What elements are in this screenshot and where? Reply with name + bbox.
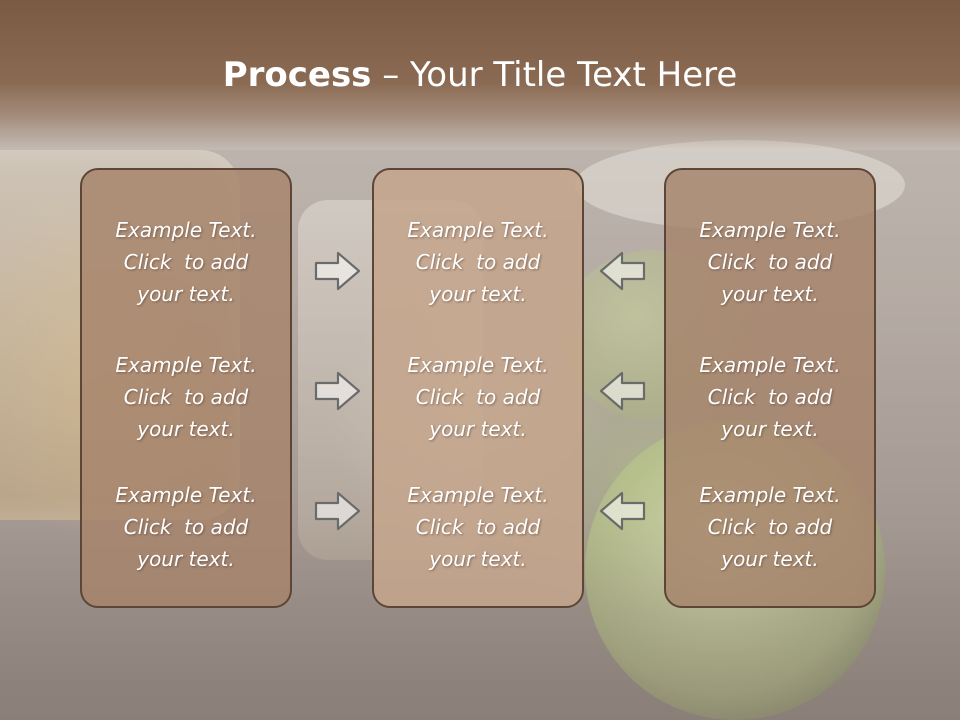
card-text-placeholder[interactable]: Example Text. Click to add your text. xyxy=(407,483,549,571)
card-text-placeholder[interactable]: Example Text. Click to add your text. xyxy=(115,353,257,441)
arrow-left-icon xyxy=(598,250,646,292)
card-text-placeholder[interactable]: Example Text. Click to add your text. xyxy=(115,483,257,571)
card-text-placeholder[interactable]: Example Text. Click to add your text. xyxy=(407,353,549,441)
slide-title-bold: Process xyxy=(222,55,372,95)
arrow-right-icon xyxy=(314,490,362,532)
arrow-right-icon xyxy=(314,250,362,292)
card-text-placeholder[interactable]: Example Text. Click to add your text. xyxy=(699,483,841,571)
process-card-right[interactable]: Example Text. Click to add your text. Ex… xyxy=(664,168,876,608)
card-text-placeholder[interactable]: Example Text. Click to add your text. xyxy=(699,218,841,306)
arrow-left-icon xyxy=(598,490,646,532)
card-text-placeholder[interactable]: Example Text. Click to add your text. xyxy=(407,218,549,306)
card-text-placeholder[interactable]: Example Text. Click to add your text. xyxy=(115,218,257,306)
arrow-left-icon xyxy=(598,370,646,412)
slide-title[interactable]: Process – Your Title Text Here xyxy=(0,52,960,98)
arrow-right-icon xyxy=(314,370,362,412)
process-card-left[interactable]: Example Text. Click to add your text. Ex… xyxy=(80,168,292,608)
slide-title-rest: – Your Title Text Here xyxy=(371,55,738,95)
process-card-middle[interactable]: Example Text. Click to add your text. Ex… xyxy=(372,168,584,608)
title-band xyxy=(0,0,960,150)
card-text-placeholder[interactable]: Example Text. Click to add your text. xyxy=(699,353,841,441)
